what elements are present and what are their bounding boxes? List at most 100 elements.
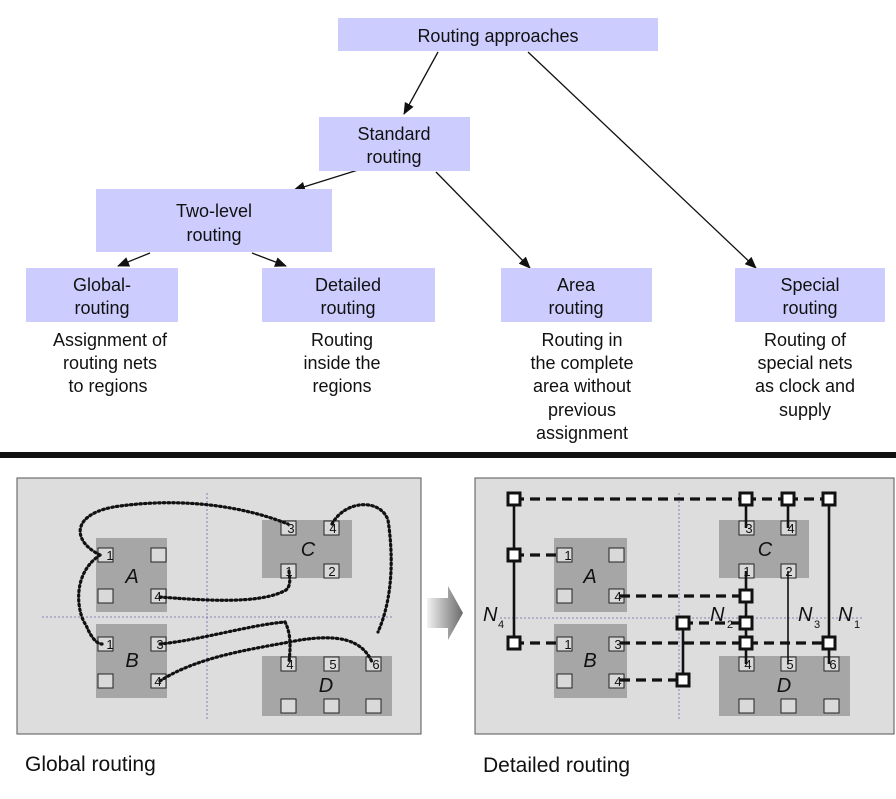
- pin-label: 6: [372, 657, 379, 672]
- desc-area-line3: area without: [533, 376, 631, 396]
- block-b-label: B: [583, 650, 596, 672]
- desc-special-line1: Routing of: [764, 330, 847, 350]
- desc-global-line1: Assignment of: [53, 330, 168, 350]
- node-twolevel-line1: Two-level: [176, 201, 252, 221]
- node-special-line1: Special: [780, 275, 839, 295]
- global-net-b3-d4: [158, 620, 292, 664]
- desc-global-line3: to regions: [68, 376, 147, 396]
- desc-special-line3: as clock and: [755, 376, 855, 396]
- block-b: 1 3 4 B: [96, 624, 167, 698]
- block-d-label: D: [777, 675, 791, 697]
- caption-detailed-routing: Detailed routing: [483, 754, 630, 777]
- caption-global-routing: Global routing: [25, 753, 156, 776]
- desc-global: Assignment of routing nets to regions: [53, 330, 168, 396]
- via: [738, 635, 754, 651]
- pin-label: 4: [614, 674, 621, 689]
- block-c-label: C: [758, 539, 773, 561]
- via: [738, 615, 754, 631]
- net-label-n4: N 4: [483, 604, 504, 631]
- pin-label: 1: [106, 637, 113, 652]
- node-root-label: Routing approaches: [417, 26, 578, 46]
- block-b: 1 3 4 B: [554, 624, 627, 698]
- block-d: 4 5 6 D: [262, 656, 392, 716]
- pin-label: 6: [829, 657, 836, 672]
- desc-special-line4: supply: [779, 400, 831, 420]
- pin-label: 4: [787, 521, 794, 536]
- pin-label: 1: [106, 548, 113, 563]
- desc-detailed-line3: regions: [312, 376, 371, 396]
- net-subscript: 3: [814, 619, 820, 631]
- net-label-n1: N 1: [838, 604, 860, 631]
- pin-label: 3: [745, 521, 752, 536]
- via: [780, 491, 796, 507]
- desc-special-line2: special nets: [757, 353, 852, 373]
- node-twolevel-line2: routing: [186, 225, 241, 245]
- edge-twolevel-detailed: [251, 252, 287, 267]
- pin-label: 3: [614, 637, 621, 652]
- block-c: 3 4 1 2 C: [262, 520, 352, 579]
- net-letter: N: [710, 604, 725, 626]
- global-routing-panel: 1 4 A 1 3 4 B 3 4 1 2 C 4 5 6: [16, 477, 422, 735]
- block-b-label: B: [125, 650, 138, 672]
- detailed-routing-panel: 1 4 A 1 3 4 B 3 4 1 2 C 4 5 6: [474, 477, 895, 735]
- via: [821, 491, 837, 507]
- node-area: Area routing: [501, 268, 652, 322]
- desc-area-line4: previous: [548, 400, 616, 420]
- node-global-line2: routing: [74, 298, 129, 318]
- global-net-a1-b1: [77, 553, 104, 646]
- section-divider: [0, 452, 896, 458]
- hierarchy-edges: [117, 51, 757, 269]
- pin-label: 2: [785, 564, 792, 579]
- node-detailed-line1: Detailed: [315, 275, 381, 295]
- detailed-vias: [506, 491, 837, 688]
- node-detailed: Detailed routing: [262, 268, 435, 322]
- global-net-a4-c1: [158, 569, 292, 602]
- global-net-a1-c3: [78, 501, 290, 557]
- node-global-line1: Global-: [73, 275, 131, 295]
- via: [675, 615, 691, 631]
- node-area-line2: routing: [548, 298, 603, 318]
- global-net-c4-d6: [330, 503, 393, 634]
- node-special: Special routing: [735, 268, 885, 322]
- block-d: 4 5 6 D: [719, 656, 850, 716]
- via: [738, 491, 754, 507]
- desc-area: Routing in the complete area without pre…: [530, 330, 633, 443]
- pin-label: 1: [564, 548, 571, 563]
- desc-area-line2: the complete: [530, 353, 633, 373]
- node-global: Global- routing: [26, 268, 178, 322]
- net-subscript: 1: [854, 619, 860, 631]
- global-nets: [77, 501, 393, 683]
- pin-label: 3: [287, 521, 294, 536]
- node-standard-line1: Standard: [357, 124, 430, 144]
- global-net-b4-d6: [158, 636, 374, 683]
- edge-root-special: [527, 51, 757, 269]
- via: [506, 547, 522, 563]
- net-subscript: 2: [727, 619, 733, 631]
- pin-label: 4: [614, 589, 621, 604]
- net-letter: N: [838, 604, 853, 626]
- desc-area-line1: Routing in: [541, 330, 622, 350]
- desc-detailed: Routing inside the regions: [303, 330, 380, 396]
- net-subscript: 4: [498, 619, 504, 631]
- block-a-label: A: [124, 566, 138, 588]
- edge-standard-area: [435, 171, 531, 269]
- net-letter: N: [483, 604, 498, 626]
- node-detailed-line2: routing: [320, 298, 375, 318]
- block-a-label: A: [582, 566, 596, 588]
- pin-label: 5: [786, 657, 793, 672]
- via: [506, 635, 522, 651]
- desc-global-line2: routing nets: [63, 353, 157, 373]
- node-root: Routing approaches: [338, 18, 658, 51]
- node-standard: Standard routing: [319, 117, 470, 171]
- right-arrow-icon: [427, 586, 463, 640]
- node-twolevel: Two-level routing: [96, 189, 332, 252]
- net-letter: N: [798, 604, 813, 626]
- edge-root-standard: [403, 51, 439, 115]
- pin-label: 4: [286, 657, 293, 672]
- node-standard-line2: routing: [366, 147, 421, 167]
- pin-label: 4: [154, 674, 161, 689]
- via: [821, 635, 837, 651]
- pin-label: 4: [154, 589, 161, 604]
- pin-label: 5: [329, 657, 336, 672]
